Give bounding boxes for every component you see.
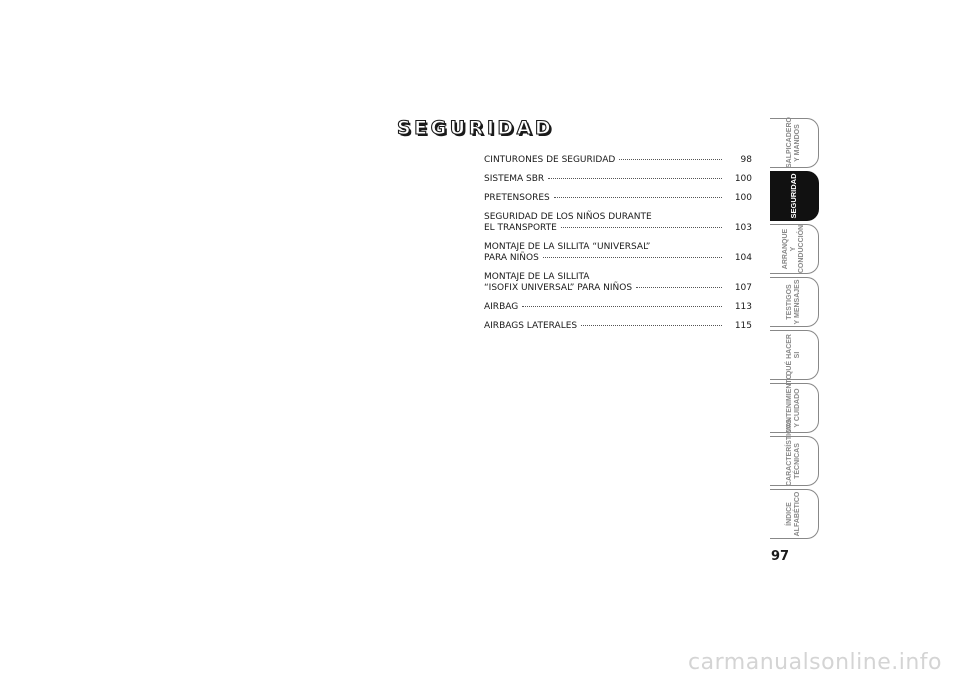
toc-entry-page: 100 [734,193,752,203]
toc-entry-title: AIRBAGS LATERALES [484,321,578,331]
toc-entry-page: 104 [734,253,752,263]
toc-entry[interactable]: SISTEMA SBR 100 [484,174,752,185]
tab-label: SALPICADERO Y MANDOS [786,117,801,168]
toc-entry-page: 100 [734,174,752,184]
toc-entry-title: CINTURONES DE SEGURIDAD [484,155,616,165]
tab-caracteristicas-tecnicas[interactable]: CARACTERÍSTICAS TÉCNICAS [770,419,819,486]
tab-label: ARRANQUE Y CONDUCCIÓN [782,224,805,274]
toc-entry-title: AIRBAG [484,302,519,312]
dot-leader [636,287,722,288]
toc-entry-title-cont: “ISOFIX UNIVERSAL” PARA NIÑOS [484,283,633,293]
page-number: 97 [771,549,790,564]
tab-salpicadero-y-mandos[interactable]: SALPICADERO Y MANDOS [770,117,819,168]
toc-entry[interactable]: SEGURIDAD DE LOS NIÑOS DURANTE EL TRANSP… [484,212,752,234]
watermark: carmanualsonline.info [688,650,942,675]
chapter-tabs: SALPICADERO Y MANDOS SEGURIDAD ARRANQUE … [770,117,820,548]
toc-entry-title: MONTAJE DE LA SILLITA [484,272,590,282]
toc-entry-page: 107 [734,283,752,293]
toc-entry-title: PRETENSORES [484,193,550,203]
toc-entry[interactable]: PRETENSORES 100 [484,193,752,204]
toc-entry[interactable]: CINTURONES DE SEGURIDAD 98 [484,155,752,166]
toc-entry[interactable]: MONTAJE DE LA SILLITA “UNIVERSAL” PARA N… [484,242,752,264]
tab-mantenimiento-y-cuidado[interactable]: MANTENIMIENTO Y CUIDADO [770,374,819,433]
dot-leader [553,197,722,198]
dot-leader [548,178,722,179]
toc-entry[interactable]: AIRBAG 113 [484,302,752,313]
dot-leader [581,325,722,326]
tab-testigos-y-mensajes[interactable]: TESTIGOS Y MENSAJES [770,277,819,327]
tab-label: TESTIGOS Y MENSAJES [786,279,801,325]
toc-entry-page: 115 [734,321,752,331]
tab-label: QUÉ HACER SI [786,334,801,377]
toc-entry-page: 103 [734,223,752,233]
section-title: SEGURIDAD [396,116,555,139]
tab-label: CARACTERÍSTICAS TÉCNICAS [786,419,801,486]
toc-entry-title-cont: PARA NIÑOS [484,253,539,263]
toc-entry[interactable]: MONTAJE DE LA SILLITA “ISOFIX UNIVERSAL”… [484,272,752,294]
toc-entry-title: MONTAJE DE LA SILLITA “UNIVERSAL” [484,242,651,252]
table-of-contents: CINTURONES DE SEGURIDAD 98 SISTEMA SBR 1… [484,155,752,340]
tab-label: ÍNDICE ALFABÉTICO [786,491,801,537]
toc-entry-page: 113 [734,302,752,312]
dot-leader [619,159,722,160]
dot-leader [522,306,722,307]
tab-arranque-y-conduccion[interactable]: ARRANQUE Y CONDUCCIÓN [770,224,819,274]
tab-label: SEGURIDAD [789,173,798,219]
toc-entry-title: SISTEMA SBR [484,174,545,184]
toc-entry-title-cont: EL TRANSPORTE [484,223,557,233]
tab-que-hacer-si[interactable]: QUÉ HACER SI [770,330,819,380]
tab-seguridad[interactable]: SEGURIDAD [770,171,819,221]
dot-leader [542,257,722,258]
toc-entry-page: 98 [740,155,752,165]
tab-indice-alfabetico[interactable]: ÍNDICE ALFABÉTICO [770,489,819,539]
toc-entry[interactable]: AIRBAGS LATERALES 115 [484,321,752,332]
toc-entry-title: SEGURIDAD DE LOS NIÑOS DURANTE [484,212,652,222]
dot-leader [560,227,722,228]
